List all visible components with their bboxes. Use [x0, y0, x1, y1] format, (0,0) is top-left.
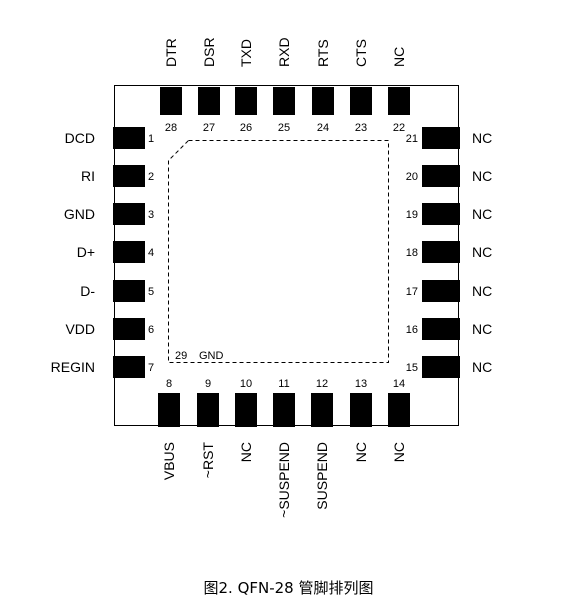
pin-24-number: 24	[317, 122, 329, 134]
pin-16-label: NC	[472, 321, 492, 337]
pin-25-label: RXD	[276, 37, 292, 67]
pin-26-label: TXD	[238, 39, 254, 67]
pin-15-number: 15	[406, 362, 418, 374]
pin-23-lead	[350, 87, 372, 115]
pin-8-lead	[158, 393, 180, 427]
pin-23-label: CTS	[353, 39, 369, 67]
pin-5-lead	[113, 280, 145, 302]
pin-16-lead	[422, 318, 460, 340]
pin-25-lead	[273, 87, 295, 115]
pin-4-lead	[113, 241, 145, 263]
pin-9-lead	[197, 393, 219, 427]
pin-24-lead	[312, 87, 334, 115]
pin-20-number: 20	[406, 171, 418, 183]
pin-4-label: D+	[77, 244, 95, 260]
pin-13-label: NC	[353, 442, 369, 462]
pin-1-lead	[113, 127, 145, 149]
pin-2-lead	[113, 165, 145, 187]
pin-9-label: ~RST	[200, 442, 216, 479]
pin-21-label: NC	[472, 130, 492, 146]
pin-10-number: 10	[240, 378, 252, 390]
pin-7-number: 7	[148, 362, 154, 374]
pin-11-lead	[273, 393, 295, 427]
pin-26-lead	[235, 87, 257, 115]
pin-12-lead	[311, 393, 333, 427]
pin-28-lead	[160, 87, 182, 115]
pin-23-number: 23	[355, 122, 367, 134]
pin-6-label: VDD	[65, 321, 95, 337]
pin-24-label: RTS	[315, 39, 331, 67]
pin-8-label: VBUS	[161, 442, 177, 480]
package-outline	[114, 85, 459, 426]
pin-6-number: 6	[148, 324, 154, 336]
pin-18-lead	[422, 241, 460, 263]
pin-28-number: 28	[165, 122, 177, 134]
pin-14-number: 14	[393, 378, 405, 390]
pin-22-number: 22	[393, 122, 405, 134]
pin-16-number: 16	[406, 324, 418, 336]
epad-name: GND	[199, 350, 224, 362]
pin-7-lead	[113, 356, 145, 378]
pin-21-lead	[422, 127, 460, 149]
pin-13-number: 13	[355, 378, 367, 390]
pin-14-lead	[388, 393, 410, 427]
pin-7-label: REGIN	[51, 359, 95, 375]
pin-11-label: ~SUSPEND	[276, 442, 292, 518]
pin-1-number: 1	[148, 133, 154, 145]
exposed-pad-outline	[168, 140, 389, 363]
pin-10-label: NC	[238, 442, 254, 462]
pin-17-number: 17	[406, 286, 418, 298]
pin-18-number: 18	[406, 247, 418, 259]
pinout-diagram: 29 GND 28DTR27DSR26TXD25RXD24RTS23CTS22N…	[51, 37, 493, 517]
pin-13-lead	[350, 393, 372, 427]
pin-5-number: 5	[148, 286, 154, 298]
pin-28-label: DTR	[163, 38, 179, 67]
epad-number: 29	[175, 350, 187, 362]
pin-2-label: RI	[81, 168, 95, 184]
pin-25-number: 25	[278, 122, 290, 134]
pin-15-label: NC	[472, 359, 492, 375]
pin-27-label: DSR	[201, 37, 217, 67]
pin-19-number: 19	[406, 209, 418, 221]
pin-1-label: DCD	[65, 130, 95, 146]
pin-21-number: 21	[406, 133, 418, 145]
pin-19-label: NC	[472, 206, 492, 222]
pin-3-label: GND	[64, 206, 95, 222]
pin-4-number: 4	[148, 247, 154, 259]
pin-8-number: 8	[166, 378, 172, 390]
pin-5-label: D-	[80, 283, 95, 299]
pin-20-label: NC	[472, 168, 492, 184]
pin-6-lead	[113, 318, 145, 340]
pin-3-lead	[113, 203, 145, 225]
pin-3-number: 3	[148, 209, 154, 221]
pin-11-number: 11	[278, 378, 289, 390]
pin-14-label: NC	[391, 442, 407, 462]
pin-15-lead	[422, 356, 460, 378]
pin-12-number: 12	[316, 378, 328, 390]
pin-9-number: 9	[205, 378, 211, 390]
pin-27-lead	[198, 87, 220, 115]
pin-10-lead	[235, 393, 257, 427]
pin-20-lead	[422, 165, 460, 187]
pin-18-label: NC	[472, 244, 492, 260]
pin-22-label: NC	[391, 47, 407, 67]
pin-22-lead	[388, 87, 410, 115]
pin-12-label: SUSPEND	[314, 442, 330, 510]
pin-26-number: 26	[240, 122, 252, 134]
pin-27-number: 27	[203, 122, 215, 134]
pin-2-number: 2	[148, 171, 154, 183]
figure-caption: 图2. QFN-28 管脚排列图	[203, 579, 374, 597]
pin-17-label: NC	[472, 283, 492, 299]
pin-19-lead	[422, 203, 460, 225]
pins-group: 28DTR27DSR26TXD25RXD24RTS23CTS22NC1DCD2R…	[51, 37, 493, 517]
pin-17-lead	[422, 280, 460, 302]
